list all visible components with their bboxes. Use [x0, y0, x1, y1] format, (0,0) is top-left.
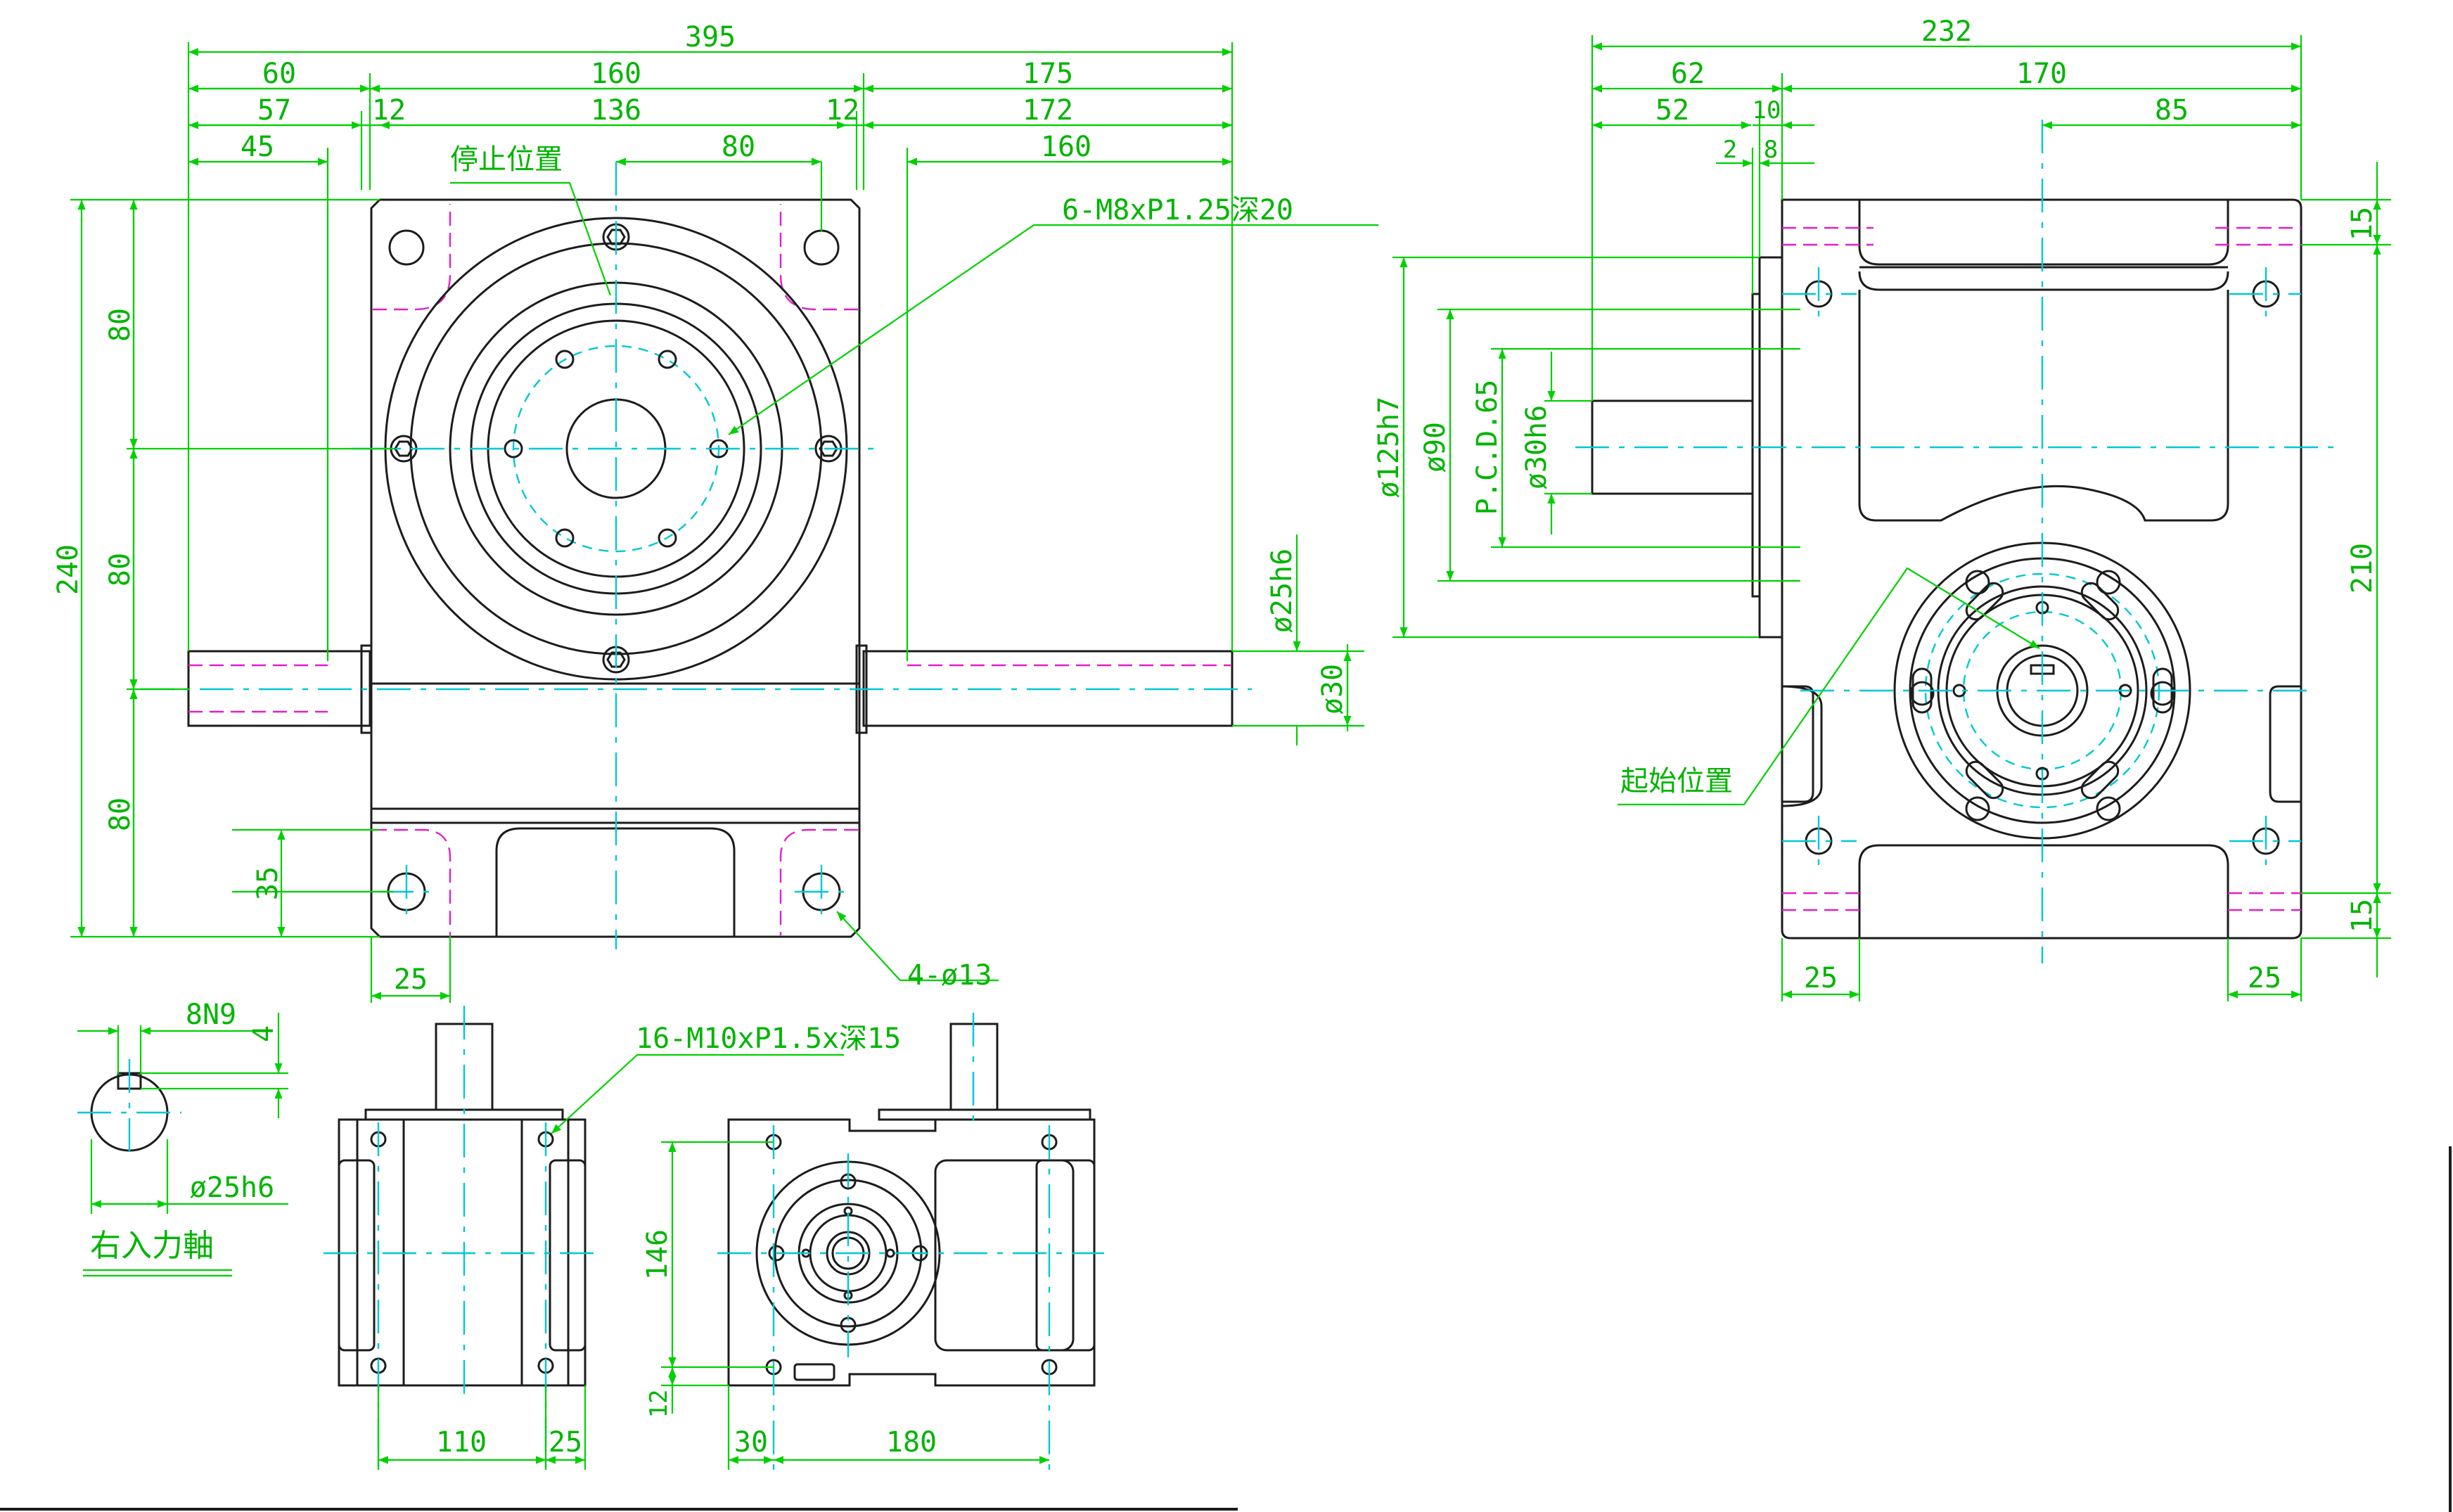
dim-35: 35 — [252, 866, 284, 900]
label-m8-tapped: 6-M8xP1.25深20 — [1062, 194, 1293, 226]
label-right-input-shaft: 右入力軸 — [90, 1228, 214, 1264]
dim-45: 45 — [241, 131, 274, 163]
dim-15-bottom: 15 — [2346, 899, 2378, 933]
dim-175: 175 — [1023, 58, 1073, 90]
bottom-middle-view: 146 12 30 180 — [641, 1013, 1104, 1470]
dim-key-4: 4 — [248, 1025, 280, 1042]
dim-8n9: 8N9 — [186, 999, 236, 1031]
dim-30-bottom: 30 — [734, 1426, 768, 1459]
dim-172: 172 — [1023, 94, 1073, 127]
label-holes-13: 4-ø13 — [907, 959, 992, 992]
dim-12-right: 12 — [826, 94, 859, 127]
front-dimensions: 395 60 160 175 57 12 136 12 172 45 80 16… — [52, 21, 1378, 1003]
dim-395: 395 — [685, 21, 736, 53]
dim-d30h6: ø30h6 — [1520, 405, 1553, 489]
dim-146: 146 — [641, 1229, 674, 1280]
dim-d90: ø90 — [1419, 422, 1452, 473]
dim-25-front: 25 — [394, 963, 428, 996]
dim-80-top: 80 — [722, 131, 755, 163]
label-m10-tapped: 16-M10xP1.5x深15 — [636, 1023, 901, 1055]
dim-160-top: 160 — [1041, 131, 1091, 163]
dim-57: 57 — [257, 94, 291, 127]
dim-d30-front: ø30 — [1317, 664, 1349, 715]
label-start-position: 起始位置 — [1620, 765, 1733, 797]
dim-160: 160 — [591, 58, 641, 90]
front-view — [141, 162, 1252, 949]
dim-25-side-right: 25 — [2248, 962, 2281, 994]
dim-240: 240 — [52, 544, 84, 595]
key-detail: 8N9 4 ø25h6 右入力軸 — [77, 999, 288, 1277]
dim-15-top: 15 — [2346, 207, 2378, 241]
dim-110: 110 — [436, 1426, 487, 1459]
dim-80-c: 80 — [104, 797, 136, 831]
side-dimensions: 232 62 170 52 10 85 2 8 ø125h7 ø90 P.C.D… — [1373, 15, 2391, 1001]
dim-d125h7: ø125h7 — [1373, 397, 1405, 499]
dim-2: 2 — [1723, 136, 1737, 164]
output-bolts — [1909, 570, 2175, 821]
dim-170: 170 — [2016, 58, 2067, 90]
dim-80-b: 80 — [104, 553, 136, 587]
dim-25-bottom: 25 — [549, 1426, 582, 1459]
dim-key-d25h6: ø25h6 — [190, 1172, 274, 1204]
dim-85: 85 — [2155, 94, 2189, 127]
dim-60: 60 — [262, 58, 296, 90]
dim-pcd65: P.C.D.65 — [1471, 380, 1504, 515]
dim-10: 10 — [1753, 96, 1781, 124]
dim-d25h6-front: ø25h6 — [1266, 549, 1298, 633]
side-view — [1575, 120, 2335, 963]
bottom-left-view: 110 25 16-M10xP1.5x深15 — [324, 1006, 901, 1470]
dim-232: 232 — [1921, 15, 1972, 48]
m8-holes — [504, 350, 729, 548]
dim-80-a: 80 — [104, 308, 136, 342]
dim-52: 52 — [1655, 94, 1689, 127]
dim-12-bottom: 12 — [645, 1390, 673, 1418]
dim-12-left: 12 — [372, 94, 406, 127]
label-stop-position: 停止位置 — [450, 143, 563, 176]
dim-180: 180 — [886, 1426, 937, 1459]
dim-136: 136 — [591, 94, 641, 127]
dim-210: 210 — [2346, 543, 2378, 594]
dim-62: 62 — [1671, 58, 1705, 90]
dim-25-side-left: 25 — [1804, 962, 1838, 994]
dim-8: 8 — [1764, 136, 1778, 164]
